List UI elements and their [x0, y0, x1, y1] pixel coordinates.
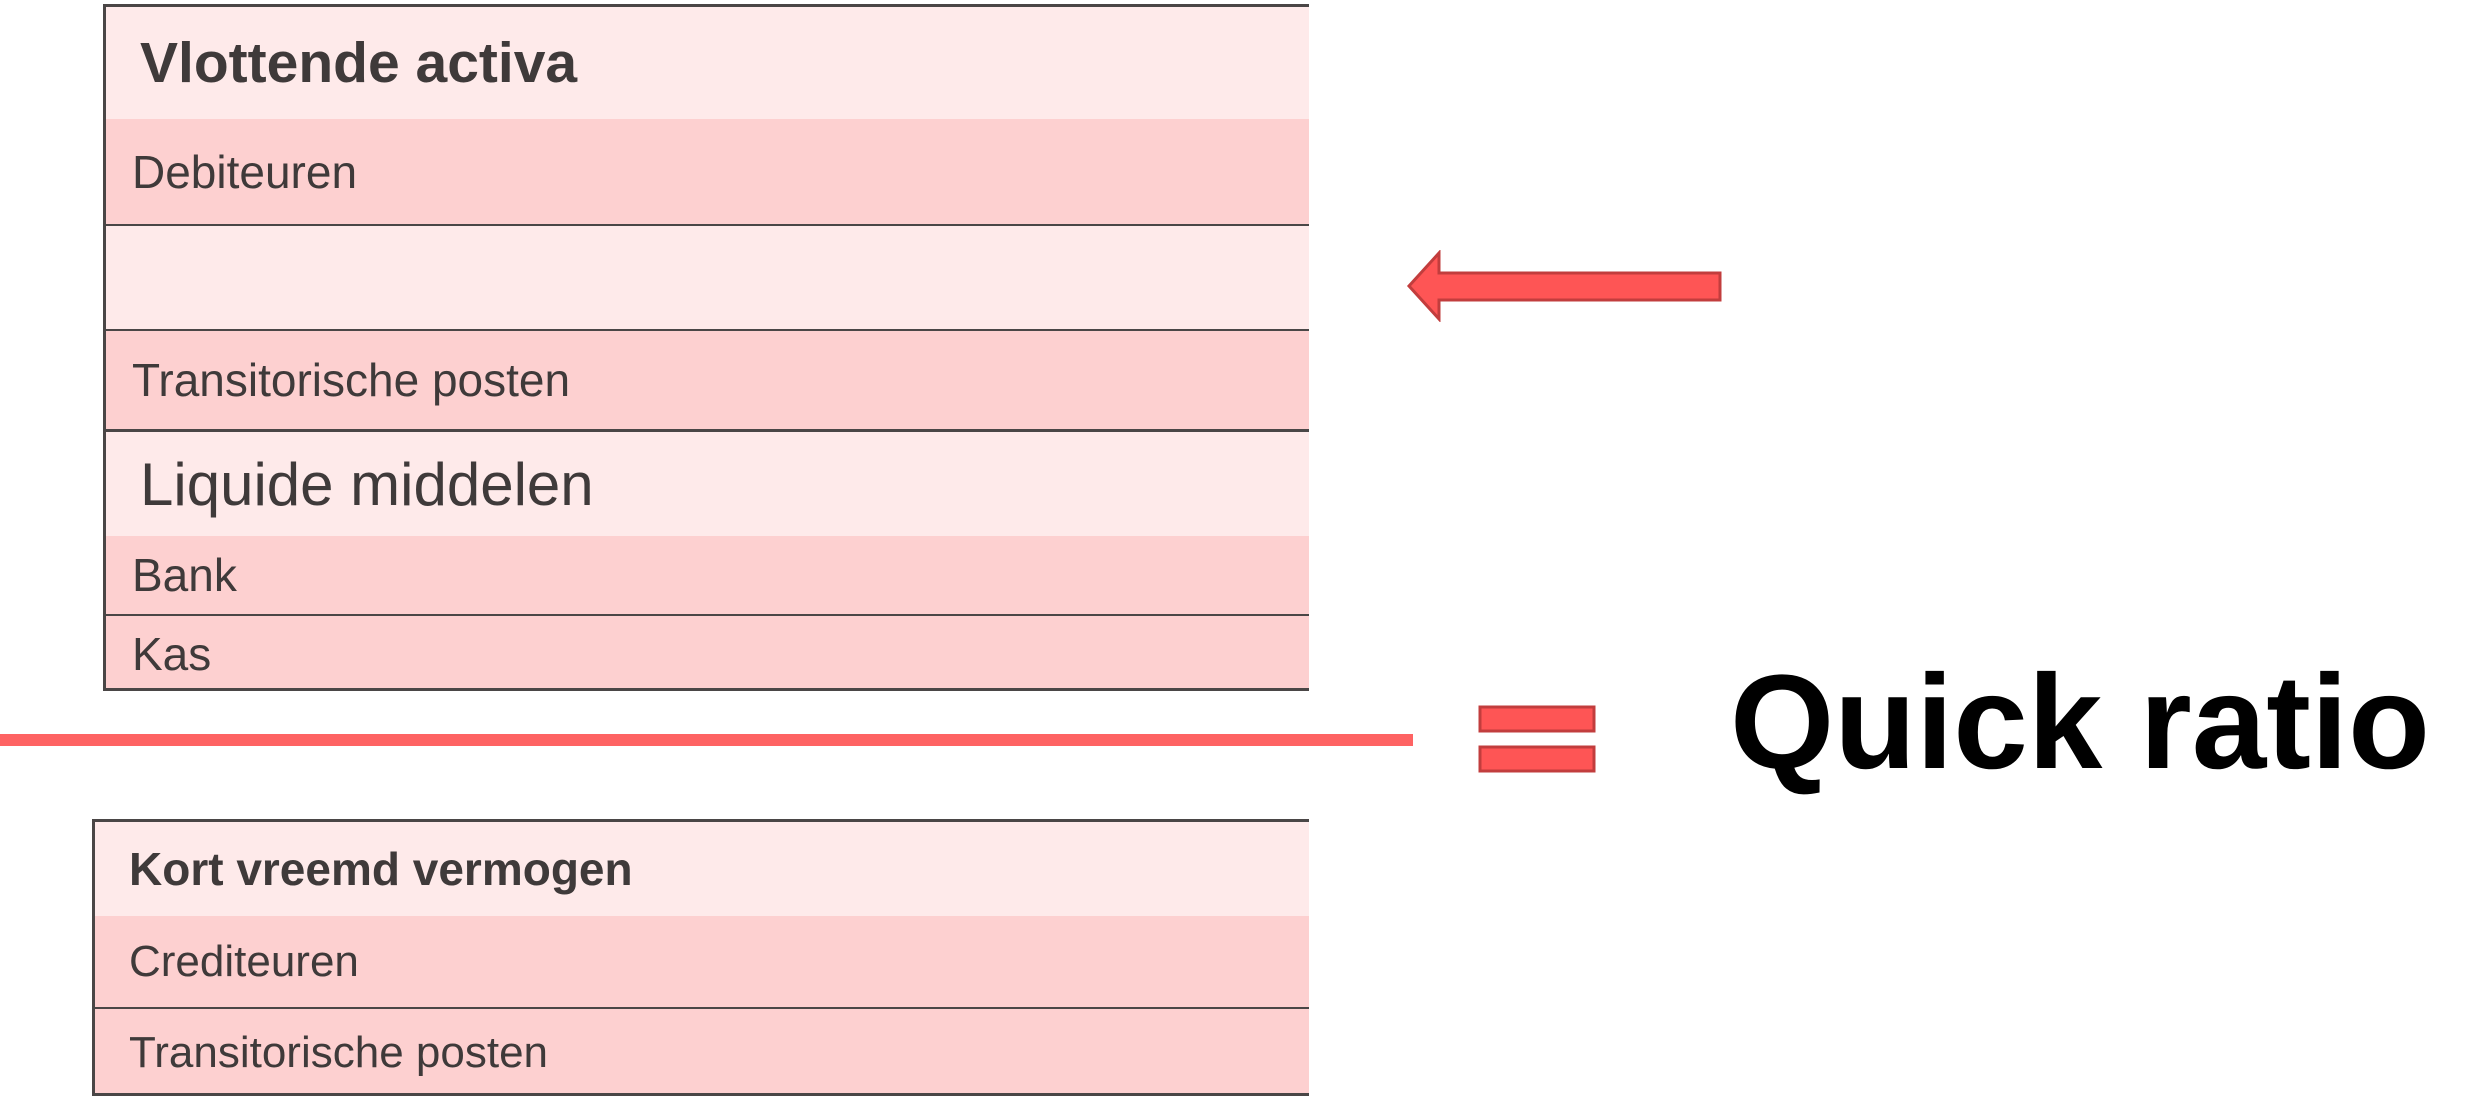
- numerator-table: Vlottende activa Debiteuren Transitorisc…: [103, 4, 1309, 691]
- row-label: Transitorische posten: [132, 354, 571, 406]
- denominator-table: Kort vreemd vermogen Crediteuren Transit…: [92, 819, 1309, 1096]
- table-row: Bank: [106, 536, 1309, 614]
- liquid-assets-header: Liquide middelen: [106, 429, 1309, 536]
- row-label: Kas: [132, 627, 212, 680]
- table-row: Transitorische posten: [95, 1007, 1309, 1093]
- table-row: Kas: [106, 614, 1309, 688]
- result-label: Quick ratio: [1730, 648, 2430, 797]
- current-assets-header: Vlottende activa: [106, 7, 1309, 119]
- row-label: Crediteuren: [129, 936, 359, 986]
- current-liabilities-title: Kort vreemd vermogen: [129, 843, 633, 895]
- liquid-assets-title: Liquide middelen: [140, 450, 594, 518]
- table-row-empty: [106, 224, 1309, 329]
- table-row: Transitorische posten: [106, 329, 1309, 429]
- current-assets-title: Vlottende activa: [140, 31, 578, 95]
- table-row: Crediteuren: [95, 916, 1309, 1007]
- table-row: Debiteuren: [106, 119, 1309, 224]
- arrow-left-icon: [1406, 250, 1722, 322]
- fraction-line: [0, 734, 1413, 746]
- row-label: Bank: [132, 549, 237, 601]
- row-label: Debiteuren: [132, 145, 358, 198]
- current-liabilities-header: Kort vreemd vermogen: [95, 822, 1309, 916]
- row-label: Transitorische posten: [129, 1027, 549, 1077]
- equals-icon: [1478, 705, 1596, 773]
